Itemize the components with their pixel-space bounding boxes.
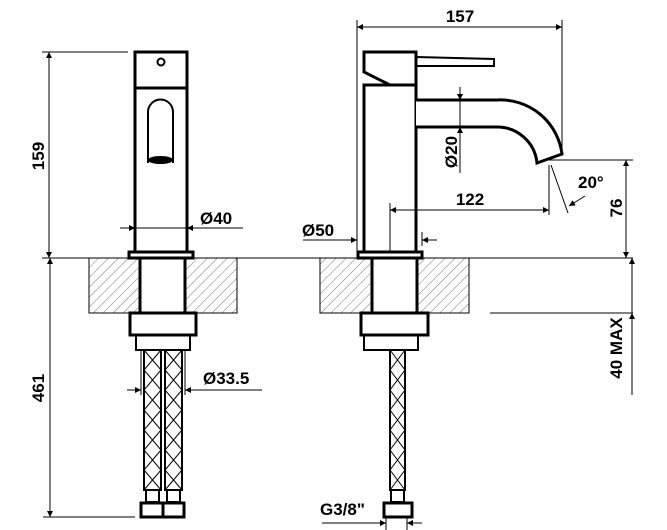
spout (416, 98, 564, 166)
dimension-height-76: 76 (607, 199, 626, 218)
dimension-diameter-33-5: Ø33.5 (203, 369, 249, 388)
fixing-nut-front (128, 311, 198, 337)
lever-handle (415, 55, 495, 67)
dimension-diameter-50: Ø50 (302, 221, 334, 240)
nut-collar-side (363, 334, 419, 351)
dimension-depth-157: 157 (446, 7, 474, 26)
dimension-diameter-20: Ø20 (442, 136, 461, 168)
hose-left (139, 349, 165, 519)
spout-outlet (147, 98, 174, 163)
hose-side (382, 349, 414, 519)
aerator (148, 156, 173, 164)
dimension-reach-122: 122 (456, 190, 484, 209)
fixing-nut-side (359, 311, 430, 337)
handle-cartridge (362, 50, 418, 87)
dimension-counter-40-max: 40 MAX (607, 317, 626, 379)
shank-front (138, 256, 187, 315)
dimension-length-461: 461 (29, 374, 48, 402)
hose-right (161, 349, 186, 519)
dimension-diameter-40: Ø40 (200, 209, 232, 228)
angle-arrow (568, 195, 586, 207)
nut-collar-front (135, 334, 191, 351)
shank-side (370, 256, 419, 315)
dimension-angle-20: 20° (578, 173, 604, 192)
front-view: 159 Ø40 461 Ø33.5 (29, 50, 262, 519)
angle-line (550, 164, 569, 214)
handle-indicator-icon (156, 57, 166, 67)
dimension-height-159: 159 (29, 142, 48, 170)
faucet-body-front (133, 50, 189, 254)
side-view: 157 Ø20 122 20° 76 Ø50 40 MAX (302, 7, 635, 530)
thread-size-label: G3/8" (320, 500, 365, 519)
